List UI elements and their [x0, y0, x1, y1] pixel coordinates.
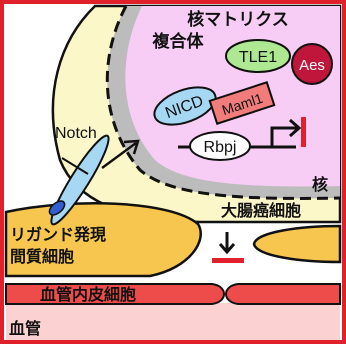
- transcription-start-arrow-icon: [270, 118, 302, 147]
- notch-receptor-icon: [48, 134, 110, 226]
- nicd-protein: [153, 86, 217, 126]
- endothelial-cell-right: [225, 283, 341, 305]
- matrix-complex-label-2: 複合体: [152, 31, 205, 52]
- repression-bar-icon: [301, 117, 306, 147]
- nucleus-label: 核: [312, 175, 328, 194]
- ligand-stroma-label: リガンド発現: [10, 225, 106, 244]
- aes-label: Aes: [299, 57, 325, 74]
- rbpj-protein: [189, 131, 251, 161]
- aes-protein: [291, 43, 333, 85]
- rbpj-label: Rbpj: [204, 139, 237, 156]
- endothelial-label: 血管内皮細胞: [40, 285, 136, 304]
- maml1-protein: [208, 81, 276, 125]
- blood-vessel: [6, 303, 340, 341]
- ligand-stroma-label-2: 間質細胞: [10, 247, 74, 266]
- endothelial-cell-left: [5, 283, 225, 305]
- nuclear-boundary: [105, 5, 341, 200]
- activation-arrow-icon: [101, 139, 140, 170]
- matrix-complex-label: 核マトリクス: [187, 9, 289, 30]
- tle1-label: TLE1: [239, 49, 277, 66]
- vessel-label: 血管: [9, 319, 41, 338]
- notch-label: Notch: [55, 125, 97, 142]
- inhibition-arrow-icon: [212, 232, 244, 263]
- tumor-cell-label: 大腸癌細胞: [221, 201, 301, 220]
- stromal-cell-right: [252, 224, 342, 264]
- tle1-protein: [225, 39, 291, 73]
